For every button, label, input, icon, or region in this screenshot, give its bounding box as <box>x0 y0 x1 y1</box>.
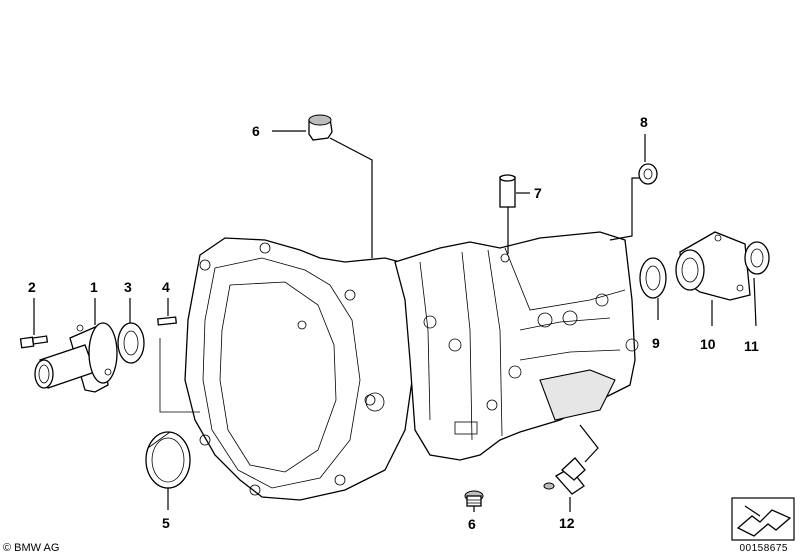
transmission-case[interactable] <box>394 231 639 461</box>
callout-9[interactable]: 9 <box>652 335 660 351</box>
bolt[interactable] <box>19 335 49 349</box>
speed-sensor[interactable] <box>543 457 586 495</box>
copyright-text: © BMW AG <box>3 542 60 554</box>
bell-housing[interactable] <box>184 237 416 501</box>
callout-10[interactable]: 10 <box>700 336 716 352</box>
output-shaft-seal[interactable] <box>639 257 667 299</box>
leader-lines <box>33 130 757 512</box>
guide-sleeve[interactable] <box>34 322 118 393</box>
callout-4[interactable]: 4 <box>162 279 170 295</box>
dowel-sleeve[interactable] <box>499 174 516 208</box>
callout-3[interactable]: 3 <box>124 279 132 295</box>
bell-housing-seal[interactable] <box>145 431 191 489</box>
sealing-ring[interactable] <box>638 163 658 185</box>
reference-number: 00158675 <box>739 543 788 554</box>
screw-plug-top[interactable] <box>308 114 333 141</box>
callout-7[interactable]: 7 <box>534 185 542 201</box>
screw-plug-bottom[interactable] <box>464 490 484 507</box>
callout-6-bottom[interactable]: 6 <box>468 516 476 532</box>
shaft-seal[interactable] <box>117 322 145 364</box>
output-flange[interactable] <box>675 231 751 301</box>
callout-6-top[interactable]: 6 <box>252 123 260 139</box>
reference-frame <box>731 497 795 541</box>
callout-1[interactable]: 1 <box>90 279 98 295</box>
callout-11[interactable]: 11 <box>744 338 759 354</box>
dowel-pin[interactable] <box>157 316 177 326</box>
callout-2[interactable]: 2 <box>28 279 36 295</box>
callout-5[interactable]: 5 <box>162 515 170 531</box>
callout-8[interactable]: 8 <box>640 114 648 130</box>
collar-nut[interactable] <box>744 241 770 275</box>
callout-12[interactable]: 12 <box>559 515 575 531</box>
